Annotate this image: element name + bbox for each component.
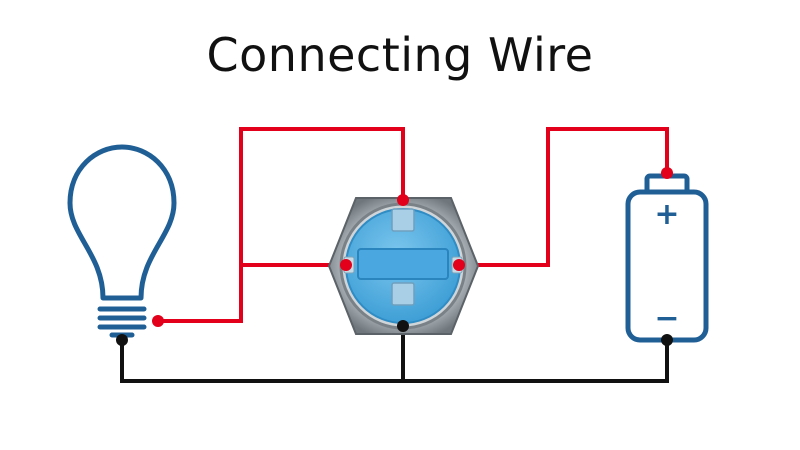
push-button-switch-icon [327, 197, 480, 335]
red-junction-dot [152, 315, 164, 327]
negative-wire [120, 326, 669, 383]
battery-icon [625, 173, 709, 343]
black-junction-dot [397, 320, 409, 332]
bulb-icon [67, 144, 177, 338]
battery-negative-symbol: − [654, 301, 679, 336]
battery-positive-symbol: + [654, 197, 679, 232]
red-junction-dot [453, 259, 465, 271]
red-junction-dot [397, 194, 409, 206]
diagram-title: Connecting Wire [206, 28, 594, 82]
red-junction-dot [340, 259, 352, 271]
black-junction-dot [661, 334, 673, 346]
black-junction-dot [116, 334, 128, 346]
red-junction-dot [661, 167, 673, 179]
junction-dots [116, 167, 673, 346]
